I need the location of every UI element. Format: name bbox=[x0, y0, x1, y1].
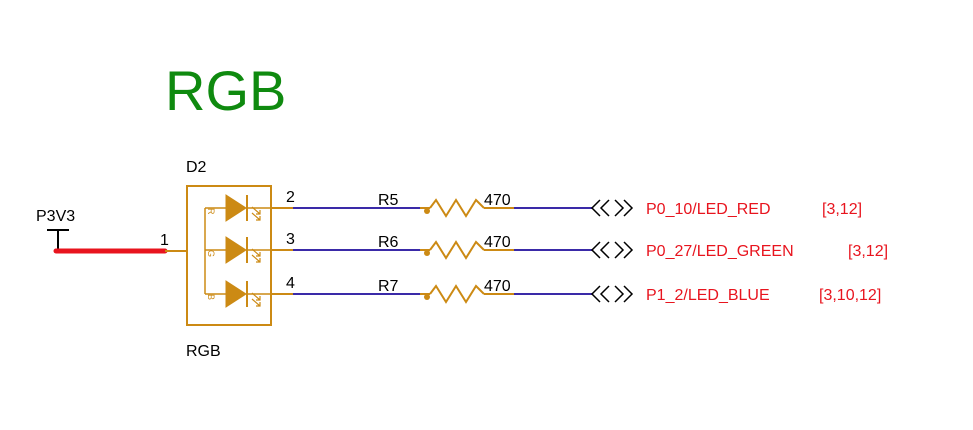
pin-2-number: 2 bbox=[286, 189, 295, 206]
net-port-green-icon bbox=[590, 241, 634, 259]
led-red-letter: R bbox=[206, 208, 216, 215]
led-blue-symbol bbox=[225, 280, 247, 308]
component-body bbox=[186, 185, 272, 326]
resistor-R7-symbol bbox=[429, 284, 485, 304]
led-green-emission-icon bbox=[251, 248, 261, 263]
net-sheet-ref-blue: [3,10,12] bbox=[819, 287, 881, 304]
net-label-blue: P1_2/LED_BLUE bbox=[646, 287, 770, 304]
resistor-R7-value: 470 bbox=[484, 278, 511, 295]
led-green-symbol bbox=[225, 236, 247, 264]
pin-4-number: 4 bbox=[286, 275, 295, 292]
resistor-R6-ref: R6 bbox=[378, 234, 399, 251]
net-label-red: P0_10/LED_RED bbox=[646, 201, 771, 218]
led-red-emission-icon bbox=[251, 206, 261, 221]
power-label: P3V3 bbox=[36, 208, 75, 225]
net-port-red-icon bbox=[590, 199, 634, 217]
net-sheet-ref-green: [3,12] bbox=[848, 243, 888, 260]
led-red-symbol bbox=[225, 194, 247, 222]
resistor-R6-symbol bbox=[429, 240, 485, 260]
led-blue-letter: B bbox=[206, 294, 216, 300]
led-blue-emission-icon bbox=[251, 292, 261, 307]
component-designator: D2 bbox=[186, 159, 207, 176]
led-green-letter: G bbox=[206, 250, 216, 257]
resistor-R7-pin1-dot bbox=[424, 294, 430, 300]
resistor-R5-value: 470 bbox=[484, 192, 511, 209]
net-port-blue-icon bbox=[590, 285, 634, 303]
resistor-R5-symbol bbox=[429, 198, 485, 218]
schematic-title: RGB bbox=[165, 59, 286, 122]
pin-1-number: 1 bbox=[160, 232, 169, 249]
component-value: RGB bbox=[186, 343, 221, 360]
net-label-green: P0_27/LED_GREEN bbox=[646, 243, 794, 260]
resistor-R5-pin1-dot bbox=[424, 208, 430, 214]
resistor-R6-value: 470 bbox=[484, 234, 511, 251]
resistor-R6-pin1-dot bbox=[424, 250, 430, 256]
pin-3-number: 3 bbox=[286, 231, 295, 248]
resistor-R5-ref: R5 bbox=[378, 192, 399, 209]
net-sheet-ref-red: [3,12] bbox=[822, 201, 862, 218]
resistor-R7-ref: R7 bbox=[378, 278, 399, 295]
